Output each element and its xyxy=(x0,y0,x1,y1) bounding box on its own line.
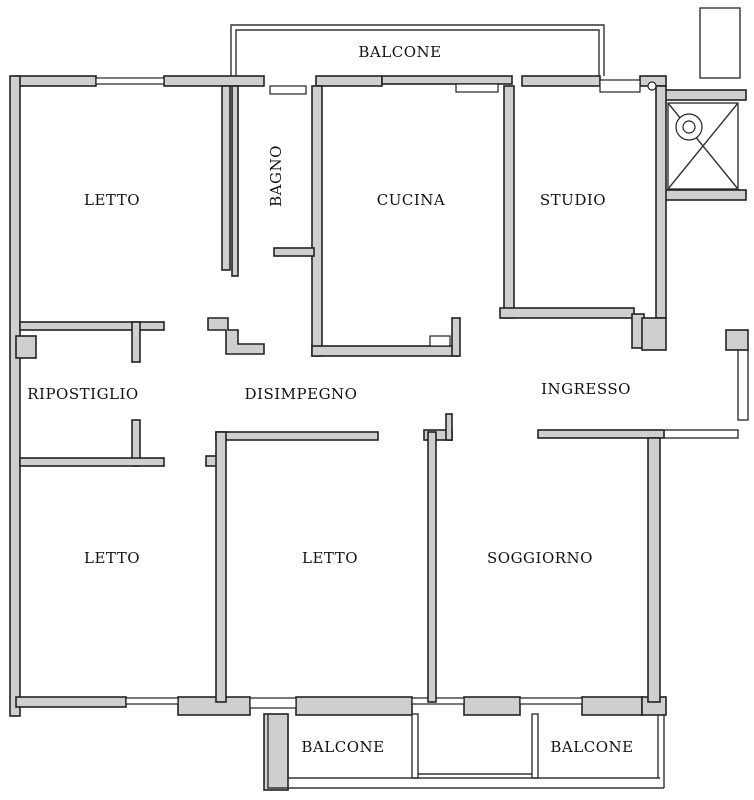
label-soggiorno: SOGGIORNO xyxy=(487,549,593,567)
outer-walls xyxy=(9,75,749,717)
label-disimpegno: DISIMPEGNO xyxy=(245,385,358,403)
label-balcone-top: BALCONE xyxy=(358,43,441,61)
label-ingresso: INGRESSO xyxy=(541,380,631,398)
label-ripostiglio: RIPOSTIGLIO xyxy=(27,385,138,403)
lift-shaft xyxy=(663,7,747,201)
windows xyxy=(95,77,657,709)
label-cucina: CUCINA xyxy=(377,191,445,209)
label-balcone-bottom-left: BALCONE xyxy=(301,738,384,756)
balcony-top-outline xyxy=(230,24,605,76)
balcony-bottom-outline xyxy=(263,713,665,791)
label-studio: STUDIO xyxy=(540,191,606,209)
label-letto-s: LETTO xyxy=(302,549,358,567)
label-letto-nw: LETTO xyxy=(84,191,140,209)
label-bagno: BAGNO xyxy=(267,145,285,207)
label-balcone-bottom-right: BALCONE xyxy=(550,738,633,756)
label-letto-sw: LETTO xyxy=(84,549,140,567)
interior-walls xyxy=(15,85,739,703)
